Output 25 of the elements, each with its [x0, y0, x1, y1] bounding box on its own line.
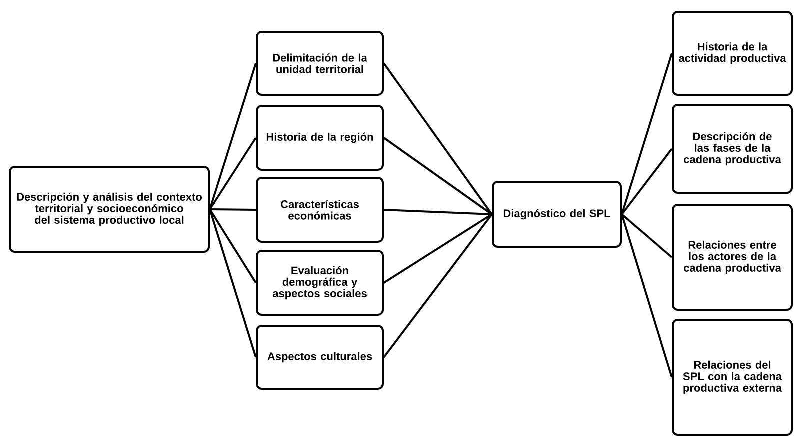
connector-line — [209, 208, 257, 284]
connector-line — [383, 214, 493, 358]
connector-line — [621, 148, 673, 216]
process-box: Descripción y análisis del contexto territorial y socioeconómico del sistema productivo local — [9, 166, 210, 253]
process-box: Historia de la región — [256, 105, 384, 171]
connector-line — [621, 214, 673, 258]
connector-line — [621, 53, 673, 215]
process-box: Diagnóstico del SPL — [492, 181, 622, 248]
connector-line — [621, 214, 673, 378]
process-box: Características económicas — [256, 177, 384, 243]
process-box: Historia de la actividad productiva — [672, 11, 793, 96]
connector-line — [383, 62, 493, 216]
process-box: Evaluación demográfica y aspectos sociales — [256, 250, 384, 316]
connector-line — [209, 63, 257, 210]
process-box: Delimitación de la unidad territorial — [256, 31, 384, 96]
process-box: Relaciones entre los actores de la cadena productiva — [672, 204, 793, 311]
process-box: Descripción de las fases de la cadena productiva — [672, 104, 793, 194]
connector-line — [209, 137, 257, 210]
connector-line — [209, 209, 257, 358]
process-box: Aspectos culturales — [256, 325, 384, 390]
connector-line — [384, 209, 492, 216]
connector-line — [383, 137, 493, 216]
connector-line — [383, 214, 493, 284]
connector-line — [210, 208, 256, 211]
process-box: Relaciones del SPL con la cadena productiva externa — [672, 319, 793, 436]
